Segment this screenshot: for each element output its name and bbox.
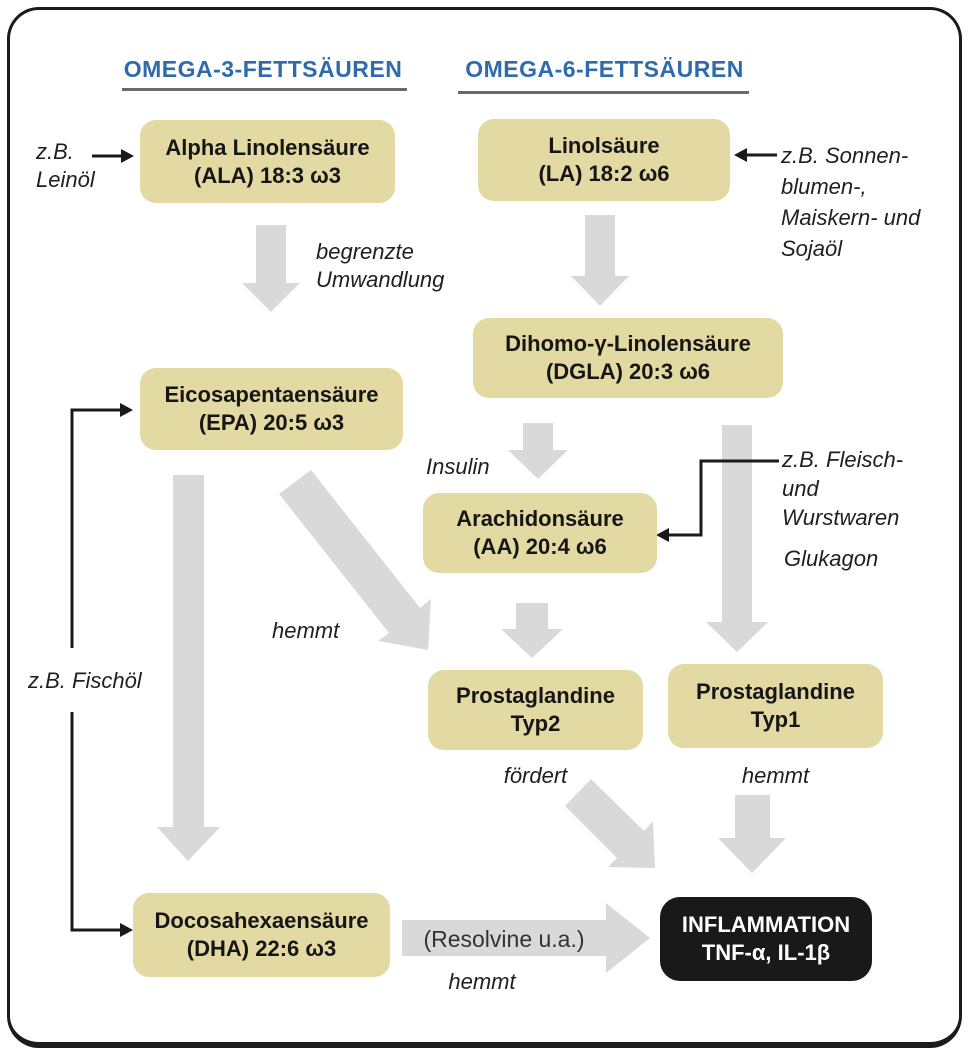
header-omega6: OMEGA-6-FETTSÄUREN [465, 56, 744, 82]
label-leinoel: z.B. Leinöl [36, 139, 95, 192]
label-sonnenblumen: z.B. Sonnen- blumen-, Maiskern- und Soja… [781, 143, 921, 261]
block-arrow-la-to-dgla [571, 215, 629, 306]
node-pg2: Prostaglandine Typ2 [428, 670, 643, 750]
label-foerdert: fördert [503, 763, 568, 788]
node-inflammation: INFLAMMATION TNF-α, IL-1β [660, 897, 872, 981]
node-inflammation-line2: TNF-α, IL-1β [701, 940, 831, 965]
block-arrow-ala-to-epa [242, 225, 300, 312]
label-hemmt-epa-pg2: hemmt [272, 618, 340, 643]
block-arrow-dgla-to-pg1 [706, 425, 768, 652]
node-aa-line2: (AA) 20:4 ω6 [473, 534, 607, 559]
node-ala-line2: (ALA) 18:3 ω3 [194, 162, 341, 188]
block-arrow-dgla-to-aa [508, 423, 568, 479]
node-pg2-line1: Prostaglandine [456, 683, 615, 708]
block-arrow-pg2-to-inflammation-diagonal [565, 779, 655, 868]
node-la-line2: (LA) 18:2 ω6 [538, 161, 670, 186]
arrowhead-to-la [734, 148, 747, 162]
node-ala-line1: Alpha Linolensäure [165, 134, 370, 160]
node-dha: Docosahexaensäure (DHA) 22:6 ω3 [133, 893, 390, 977]
label-hemmt-pg1: hemmt [741, 763, 810, 788]
label-fischoel: z.B. Fischöl [28, 668, 142, 693]
node-dgla: Dihomo-γ-Linolensäure (DGLA) 20:3 ω6 [473, 318, 783, 398]
diagram-border [7, 7, 962, 1048]
label-begrenzte-umwandlung: begrenzte Umwandlung [316, 239, 445, 292]
node-pg1-line2: Typ1 [750, 707, 801, 732]
block-arrow-aa-to-pg2 [501, 603, 563, 658]
block-arrow-epa-to-dha [157, 475, 220, 861]
block-arrow-dha-to-inflammation [402, 903, 650, 973]
node-aa-line1: Arachidonsäure [456, 506, 624, 531]
label-insulin: Insulin [426, 454, 490, 479]
label-glukagon: Glukagon [784, 546, 879, 571]
node-epa-line1: Eicosapentaensäure [164, 382, 379, 407]
line-fleisch-to-aa [669, 459, 779, 537]
line-fischoel-to-dha [70, 712, 120, 932]
node-dgla-line1: Dihomo-γ-Linolensäure [505, 331, 751, 356]
arrowhead-to-epa [120, 403, 133, 417]
node-aa: Arachidonsäure (AA) 20:4 ω6 [423, 493, 657, 573]
node-dha-line2: (DHA) 22:6 ω3 [186, 936, 337, 961]
label-fleisch-wurstwaren: z.B. Fleisch- und Wurstwaren [782, 447, 904, 530]
node-epa: Eicosapentaensäure (EPA) 20:5 ω3 [140, 368, 403, 450]
line-fischoel-to-epa [70, 408, 120, 648]
node-epa-line2: (EPA) 20:5 ω3 [198, 410, 345, 435]
header-omega3: OMEGA-3-FETTSÄUREN [123, 56, 403, 82]
node-ala: Alpha Linolensäure (ALA) 18:3 ω3 [140, 120, 395, 203]
node-inflammation-line1: INFLAMMATION [681, 912, 851, 937]
node-dgla-line2: (DGLA) 20:3 ω6 [545, 359, 711, 384]
block-arrow-epa-to-pg2-diagonal [279, 470, 431, 650]
node-pg2-line2: Typ2 [510, 711, 561, 736]
node-dha-line1: Docosahexaensäure [154, 908, 369, 933]
header-omega6-underline [458, 91, 749, 94]
header-omega3-underline [122, 88, 407, 91]
node-la: Linolsäure (LA) 18:2 ω6 [478, 119, 730, 201]
block-arrow-pg1-to-inflammation [718, 795, 786, 873]
arrowhead-to-ala [121, 149, 134, 163]
node-pg1: Prostaglandine Typ1 [668, 664, 883, 748]
label-resolvine: (Resolvine u.a.) [423, 926, 585, 952]
label-hemmt-dha: hemmt [448, 969, 516, 994]
node-la-line1: Linolsäure [548, 133, 660, 158]
arrowhead-to-dha [120, 923, 133, 937]
arrowhead-to-aa [656, 528, 669, 542]
node-pg1-line1: Prostaglandine [696, 679, 855, 704]
